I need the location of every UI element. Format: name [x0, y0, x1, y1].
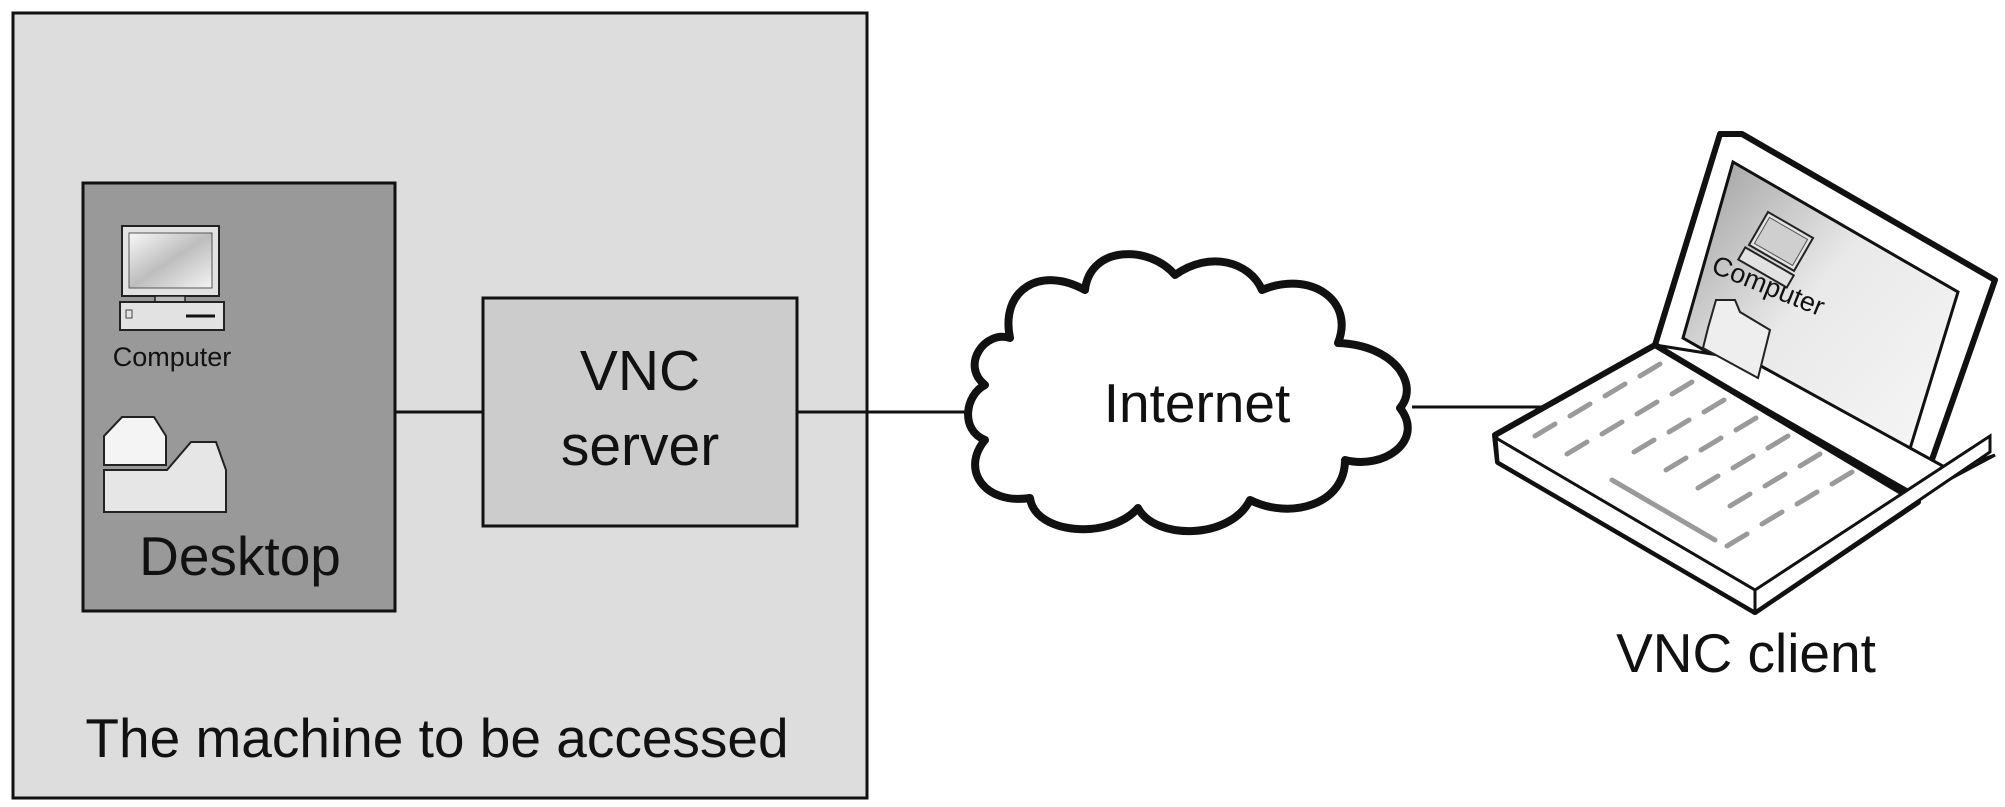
internet-label: Internet	[1104, 372, 1291, 434]
laptop-icon	[1492, 131, 1998, 615]
machine-caption: The machine to be accessed	[85, 707, 788, 769]
folder-icon	[103, 416, 227, 513]
computer-icon	[119, 225, 225, 331]
cloud-icon	[964, 250, 1412, 536]
vnc-server-box	[481, 296, 799, 528]
desktop-computer-label: Computer	[113, 342, 232, 372]
desktop-label: Desktop	[139, 525, 341, 587]
vnc-client-label: VNC client	[1616, 622, 1876, 684]
vnc-server-line1: VNC	[580, 339, 700, 403]
vnc-server-line2: server	[561, 414, 719, 478]
